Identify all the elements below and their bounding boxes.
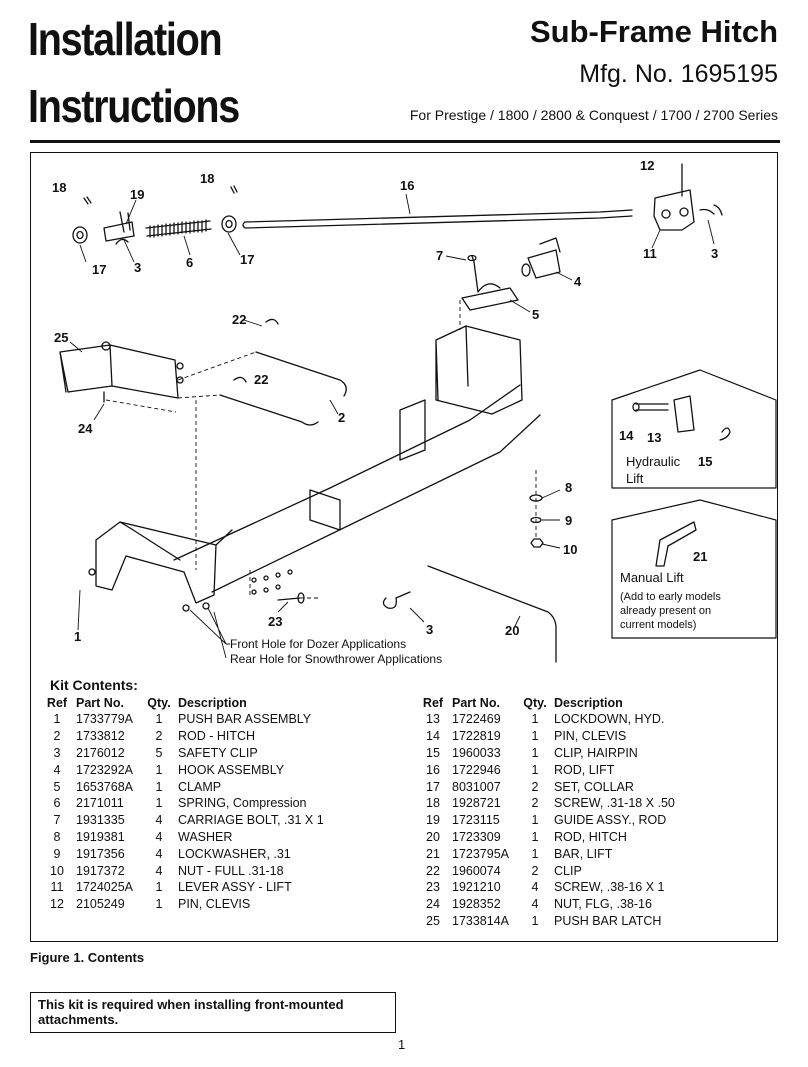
callout-19: 19	[130, 187, 144, 202]
col-part-no: Part No.	[452, 695, 500, 710]
manual-lift-note-2: already present on	[620, 605, 711, 617]
exploded-parts-diagram: 18 19 18 16 12 17 3 6 17 11 3 7 4 5 22 2…	[52, 158, 777, 666]
callout-3: 3	[711, 246, 718, 261]
lift-lever-part	[653, 189, 695, 231]
push-bar-frame-part	[88, 325, 541, 612]
col-ref: Ref	[46, 695, 68, 710]
col-part-no: Part No.	[76, 695, 124, 710]
manual-inset-box	[611, 499, 777, 639]
manual-lift-label: Manual Lift	[620, 570, 684, 585]
callout-24: 24	[78, 421, 93, 436]
hydraulic-label: Hydraulic	[626, 454, 681, 469]
callout-3: 3	[134, 260, 141, 275]
series-line: For Prestige / 1800 / 2800 & Conquest / …	[409, 107, 778, 123]
product-name: Sub-Frame Hitch	[529, 14, 778, 49]
callout-17: 17	[240, 252, 254, 267]
kit-contents-title: Kit Contents:	[50, 677, 138, 693]
callout-7: 7	[436, 248, 443, 263]
callout-22: 22	[232, 312, 246, 327]
hydraulic-lift-label: Lift	[626, 471, 644, 486]
callout-6: 6	[186, 255, 193, 270]
push-bar-latch-part	[59, 344, 179, 399]
col-ref: Ref	[422, 695, 444, 710]
callout-12: 12	[640, 158, 654, 173]
col-qty: Qty.	[147, 695, 171, 710]
callout-2: 2	[338, 410, 345, 425]
collar-part	[72, 226, 88, 244]
callout-23: 23	[268, 614, 282, 629]
callout-3: 3	[426, 622, 433, 637]
spring-part	[145, 219, 212, 238]
callout-15: 15	[698, 454, 712, 469]
collar-part	[221, 215, 237, 233]
requirement-notice: This kit is required when installing fro…	[30, 992, 396, 1033]
clamp-part	[461, 283, 519, 311]
rod-guide-part	[103, 211, 135, 242]
col-description: Description	[554, 695, 623, 710]
callout-18: 18	[52, 180, 66, 195]
title-line-1: Installation	[28, 13, 223, 65]
callout-18: 18	[200, 171, 214, 186]
callout-8: 8	[565, 480, 572, 495]
col-qty: Qty.	[523, 695, 547, 710]
title-line-2: Instructions	[28, 80, 240, 132]
hitch-rod-20-part	[427, 565, 557, 663]
callout-4: 4	[574, 274, 582, 289]
callout-17: 17	[92, 262, 106, 277]
callout-16: 16	[400, 178, 414, 193]
col-description: Description	[178, 695, 247, 710]
hook-part	[527, 237, 561, 279]
hydraulic-inset-box	[611, 369, 777, 489]
callout-21: 21	[693, 549, 707, 564]
callout-13: 13	[647, 430, 661, 445]
header-rule	[30, 140, 780, 143]
manual-lift-note-3: current models)	[620, 619, 696, 631]
figure-caption: Figure 1. Contents	[30, 950, 145, 965]
callout-14: 14	[619, 428, 634, 443]
hitch-rod-part	[255, 351, 347, 397]
callout-5: 5	[532, 307, 539, 322]
front-hole-note: Front Hole for Dozer Applications	[230, 637, 406, 651]
callout-25: 25	[54, 330, 68, 345]
callout-20: 20	[505, 623, 519, 638]
mfg-number: Mfg. No. 1695195	[579, 60, 778, 88]
callout-11: 11	[643, 246, 657, 261]
manual-lift-note-1: (Add to early models	[620, 591, 721, 603]
lift-rod-part	[242, 209, 633, 229]
callout-9: 9	[565, 513, 572, 528]
callout-10: 10	[563, 542, 577, 557]
callout-22: 22	[254, 372, 268, 387]
rear-hole-note: Rear Hole for Snowthrower Applications	[230, 652, 442, 666]
page-number: 1	[398, 1037, 406, 1052]
figure-box	[30, 152, 778, 942]
callout-1: 1	[74, 629, 81, 644]
